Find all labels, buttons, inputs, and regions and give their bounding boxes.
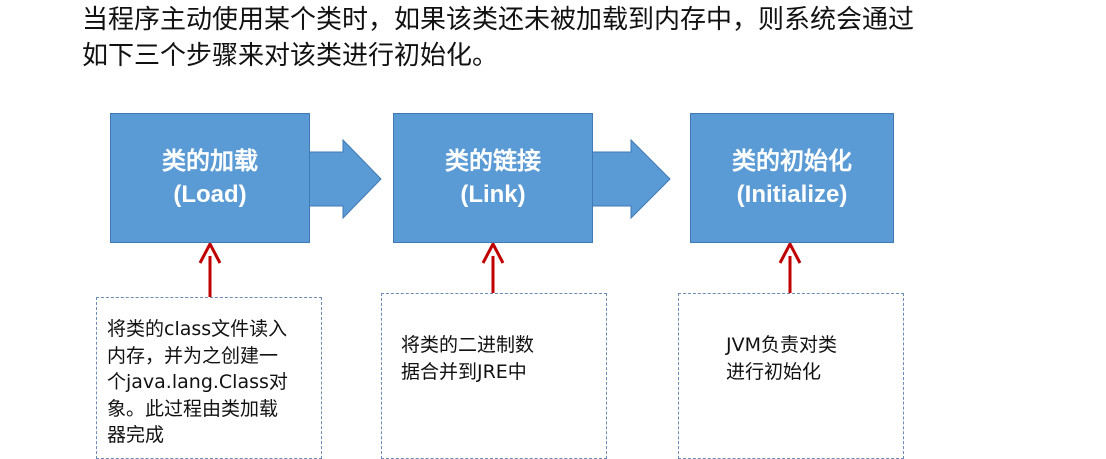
red-arrow-link [481, 240, 505, 294]
note-load-line: 将类的class文件读入 [107, 318, 288, 340]
stage-init-subtitle: (Initialize) [736, 181, 848, 208]
note-init-line: JVM负责对类 [726, 334, 837, 356]
flow-arrow-load-to-link [307, 138, 382, 220]
note-load-line: 个java.lang.Class对 [107, 371, 288, 393]
stage-load-title: 类的加载 [162, 147, 258, 175]
stage-init-box: 类的初始化 (Initialize) [690, 113, 894, 243]
stage-link-subtitle: (Link) [460, 181, 526, 208]
flow-arrow-link-to-init [590, 138, 671, 220]
stage-link-box: 类的链接 (Link) [393, 113, 593, 243]
note-load-line: 器完成 [107, 424, 165, 446]
intro-line-1: 当程序主动使用某个类时，如果该类还未被加载到内存中，则系统会通过 [82, 5, 915, 35]
intro-text: 当程序主动使用某个类时，如果该类还未被加载到内存中，则系统会通过 如下三个步骤来… [82, 2, 1062, 74]
red-arrow-init [778, 240, 802, 294]
note-init-line: 进行初始化 [726, 360, 822, 383]
intro-line-2: 如下三个步骤来对该类进行初始化。 [82, 41, 499, 71]
stage-load-box: 类的加载 (Load) [110, 113, 310, 243]
red-arrow-load [198, 240, 222, 298]
note-init: JVM负责对类 进行初始化 [678, 293, 904, 459]
stage-link-title: 类的链接 [445, 147, 541, 175]
note-link-line: 将类的二进制数 [401, 334, 535, 356]
note-link: 将类的二进制数 据合并到JRE中 [381, 293, 607, 459]
stage-init-title: 类的初始化 [732, 147, 852, 175]
note-link-line: 据合并到JRE中 [401, 360, 527, 383]
note-load: 将类的class文件读入 内存，并为之创建一 个java.lang.Class对… [96, 297, 322, 459]
note-load-line: 内存，并为之创建一 [107, 344, 279, 367]
note-load-line: 象。此过程由类加载 [107, 397, 279, 420]
stage-load-subtitle: (Load) [173, 181, 247, 208]
